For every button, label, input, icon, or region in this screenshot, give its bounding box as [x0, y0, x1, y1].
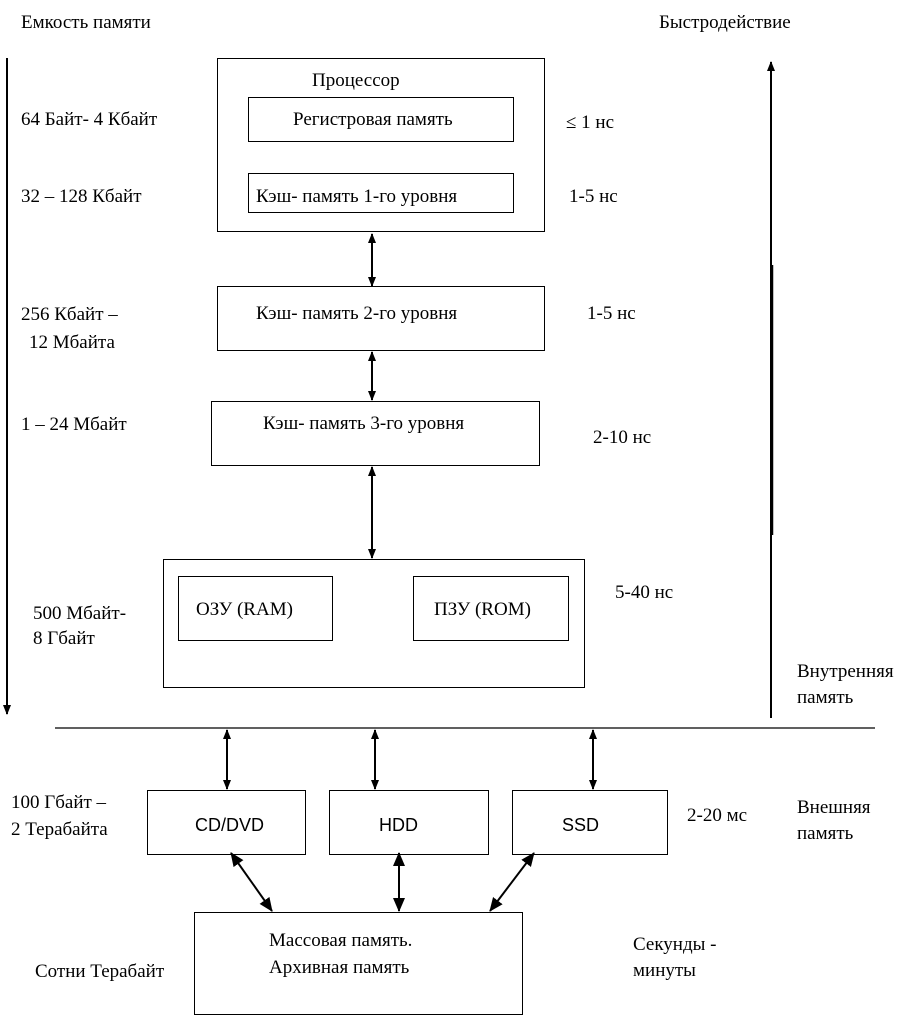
l2-cache-label: Кэш- память 2-го уровня	[256, 303, 458, 324]
cd-dvd-label: CD/DVD	[195, 815, 265, 835]
arrow-cd-mass	[230, 852, 273, 912]
register-memory-label: Регистровая память	[293, 109, 453, 130]
l1-cache-label: Кэш- память 1-го уровня	[256, 186, 458, 207]
capacity-main-line1: 500 Мбайт-	[33, 603, 127, 624]
hdd-label: HDD	[379, 815, 418, 835]
speed-l3: 2-10 нс	[593, 427, 652, 448]
internal-memory-label-line2: память	[797, 687, 854, 708]
l3-cache-label: Кэш- память 3-го уровня	[263, 413, 465, 434]
l1-cache-box	[248, 173, 514, 213]
speed-main: 5-40 нс	[615, 582, 674, 603]
capacity-main-line2: 8 Гбайт	[33, 628, 95, 649]
register-memory-box	[248, 97, 514, 142]
l2-cache-box	[217, 286, 545, 351]
capacity-l1: 32 – 128 Кбайт	[21, 186, 142, 207]
capacity-external-line1: 100 Гбайт –	[11, 792, 107, 813]
main-memory-box	[163, 559, 585, 688]
speed-archive-line1: Секунды -	[633, 934, 717, 955]
speed-l2: 1-5 нс	[587, 303, 636, 324]
capacity-l2-line2: 12 Мбайта	[29, 332, 115, 353]
mass-storage-line1: Массовая память.	[269, 930, 413, 951]
speed-external: 2-20 мс	[687, 805, 748, 826]
external-memory-label-line2: память	[797, 823, 854, 844]
ram-box	[178, 576, 333, 641]
l3-cache-box	[211, 401, 540, 466]
mass-storage-line2: Архивная память	[269, 957, 410, 978]
internal-memory-label-line1: Внутренняя	[797, 661, 894, 682]
capacity-external-line2: 2 Терабайта	[11, 819, 108, 840]
speed-archive-line2: минуты	[633, 960, 696, 981]
cd-dvd-box	[147, 790, 306, 855]
speed-registers: ≤ 1 нс	[566, 112, 615, 133]
capacity-registers: 64 Байт- 4 Кбайт	[21, 109, 158, 130]
capacity-l2-line1: 256 Кбайт –	[21, 304, 118, 325]
external-memory-label-line1: Внешняя	[797, 797, 871, 818]
ssd-label: SSD	[562, 815, 600, 835]
speed-header: Быстродействие	[659, 12, 791, 33]
arrow-ssd-mass	[489, 852, 535, 912]
rom-label: ПЗУ (ROM)	[434, 599, 531, 620]
ram-label: ОЗУ (RAM)	[196, 599, 293, 620]
processor-box	[217, 58, 545, 232]
ssd-box	[512, 790, 668, 855]
capacity-l3: 1 – 24 Мбайт	[21, 414, 127, 435]
processor-title: Процессор	[312, 70, 400, 91]
hdd-box	[329, 790, 489, 855]
rom-box	[413, 576, 569, 641]
capacity-header: Емкость памяти	[21, 12, 151, 33]
mass-storage-box	[194, 912, 523, 1015]
capacity-archive: Сотни Терабайт	[35, 961, 165, 982]
speed-l1: 1-5 нс	[569, 186, 618, 207]
